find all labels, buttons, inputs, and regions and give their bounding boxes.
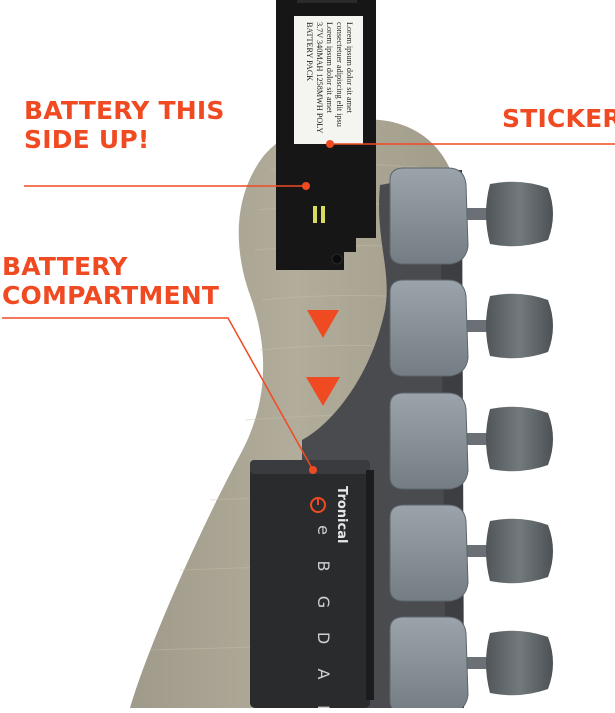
sticker-line-1: BATTERY PACK: [305, 22, 314, 81]
callout-leaders: [2, 140, 615, 474]
label-sticker-text: STICKER: [502, 104, 615, 133]
tuner-4: [389, 616, 553, 713]
label-compartment-line2: COMPARTMENT: [2, 281, 220, 310]
battery-compartment: Tronical eBGDAE: [250, 460, 374, 713]
string-letter-4: A: [314, 669, 333, 680]
tuner-buttons: [389, 167, 553, 713]
sticker-line-2: 3.7V 340MAH 1258MWH POLY: [315, 22, 324, 133]
label-sticker: STICKER: [502, 104, 615, 133]
sticker-line-5: Lorem ipsum dolor sit amet: [345, 22, 354, 114]
down-arrow-icon: [306, 377, 340, 406]
label-battery-side-up: BATTERY THIS SIDE UP!: [24, 96, 254, 154]
down-arrow-icon: [307, 310, 339, 338]
battery-sticker: BATTERY PACK 3.7V 340MAH 1258MWH POLY Lo…: [294, 16, 363, 144]
brand-logo: Tronical: [334, 486, 349, 543]
sticker-line-4: consectetuer adipiscing elit ipsu: [335, 22, 344, 127]
string-letter-3: D: [314, 632, 333, 644]
leader-dot-battery-side: [302, 182, 310, 190]
label-battery-side-line1: BATTERY THIS: [24, 96, 225, 125]
tuner-2: [389, 392, 553, 490]
leader-dot-compartment: [309, 466, 317, 474]
label-battery-compartment: BATTERY COMPARTMENT: [2, 252, 262, 310]
string-letter-1: B: [314, 561, 333, 572]
leader-compartment: [2, 317, 314, 471]
tuner-1: [389, 279, 553, 377]
string-letter-2: G: [314, 596, 333, 608]
label-compartment-line1: BATTERY: [2, 252, 128, 281]
leader-dot-sticker: [326, 140, 334, 148]
tuner-3: [389, 504, 553, 602]
sticker-line-3: Lorem ipsum dolor sit amet: [325, 22, 334, 114]
string-letter-0: e: [314, 525, 333, 535]
tuner-0: [389, 167, 553, 265]
label-battery-side-line2: SIDE UP!: [24, 125, 150, 154]
